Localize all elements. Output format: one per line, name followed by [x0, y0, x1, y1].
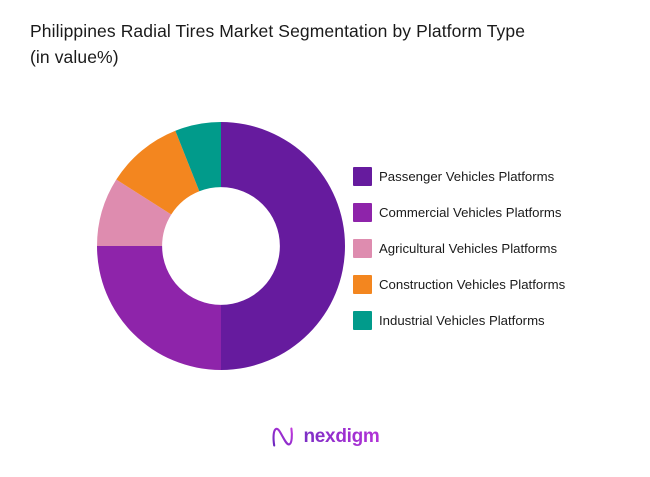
page-title-line-1: Philippines Radial Tires Market Segmenta… [30, 21, 526, 41]
legend-color-swatch [353, 167, 372, 186]
donut-slice[interactable] [175, 122, 221, 192]
donut-slice-group [97, 122, 345, 370]
legend-color-swatch [353, 239, 372, 258]
legend-color-swatch [353, 203, 372, 222]
donut-slice[interactable] [221, 122, 345, 370]
legend-item-label: Agricultural Vehicles Platforms [379, 241, 558, 256]
legend-item[interactable]: Passenger Vehicles Platforms [353, 167, 643, 186]
donut-chart [97, 122, 345, 370]
legend-item[interactable]: Agricultural Vehicles Platforms [353, 239, 643, 258]
donut-slice[interactable] [116, 130, 200, 215]
donut-slice[interactable] [97, 246, 221, 370]
brand-wordmark: nexdigm [303, 426, 380, 447]
legend-color-swatch [353, 275, 372, 294]
legend-item-label: Construction Vehicles Platforms [379, 277, 566, 292]
donut-slice[interactable] [97, 179, 172, 246]
footer-brand-logo: nexdigm [0, 425, 650, 449]
nexdigm-n-mark-icon [272, 427, 294, 447]
page-title: Philippines Radial Tires Market Segmenta… [30, 18, 630, 70]
legend-color-swatch [353, 311, 372, 330]
legend-item-label: Passenger Vehicles Platforms [379, 169, 555, 184]
legend-item[interactable]: Industrial Vehicles Platforms [353, 311, 643, 330]
legend-item-label: Commercial Vehicles Platforms [379, 205, 562, 220]
page-title-line-2: (in value%) [30, 47, 119, 67]
legend-item-label: Industrial Vehicles Platforms [379, 313, 545, 328]
legend-item[interactable]: Construction Vehicles Platforms [353, 275, 643, 294]
legend-item[interactable]: Commercial Vehicles Platforms [353, 203, 643, 222]
